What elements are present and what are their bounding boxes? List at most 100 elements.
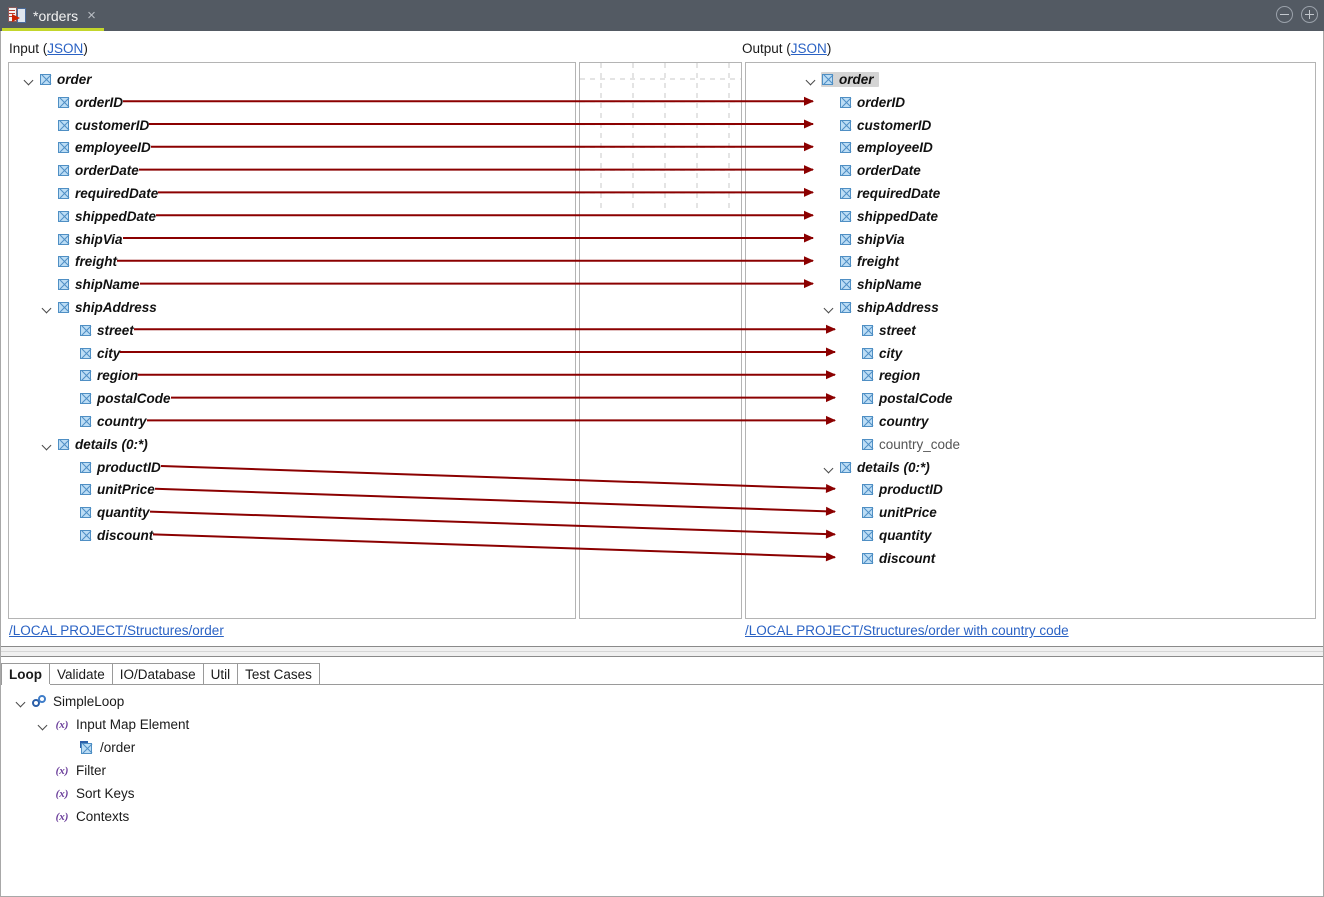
node-content[interactable]: details (0:*) [840,460,930,475]
schema-element-icon[interactable] [58,210,69,222]
output-tree-row[interactable]: requiredDate [823,182,940,205]
input-tree-row[interactable]: orderDate [41,159,139,182]
minimize-circle-icon[interactable] [1276,6,1293,23]
schema-element-icon[interactable] [840,188,851,199]
input-tree-row[interactable]: shipVia [41,228,123,251]
node-content[interactable]: postalCode [862,391,953,406]
loop-tree[interactable]: SimpleLoop(x)Input Map Element/order(x)F… [1,690,1323,890]
output-tree-row[interactable]: region [845,364,920,387]
input-format-link[interactable]: JSON [47,41,84,56]
output-tree-row[interactable]: discount [845,547,935,570]
node-content[interactable]: country_code [862,437,960,452]
input-tree-row[interactable]: details (0:*) [41,433,148,456]
output-tree-row[interactable]: unitPrice [845,501,937,524]
schema-element-icon[interactable] [862,552,873,564]
node-content[interactable]: orderID [840,95,905,110]
chevron-down-icon[interactable] [805,73,818,86]
output-tree-row[interactable]: street [845,319,916,342]
node-content[interactable]: street [862,323,916,338]
editor-tab-orders[interactable]: *orders × [0,0,106,31]
chevron-down-icon[interactable] [41,301,54,314]
node-content[interactable]: discount [862,551,935,566]
schema-element-icon[interactable] [840,302,851,313]
schema-element-icon[interactable] [862,347,873,359]
input-tree-row[interactable]: region [63,364,138,387]
node-content[interactable]: shipVia [840,232,905,247]
schema-element-icon[interactable] [80,416,91,427]
chevron-down-icon[interactable] [823,301,836,314]
output-tree-row[interactable]: country [845,410,929,433]
maximize-circle-icon[interactable] [1301,6,1318,23]
loop-tree-row[interactable]: (x)Filter [37,759,106,782]
chevron-down-icon[interactable] [15,695,28,708]
node-content[interactable]: shipAddress [840,300,939,315]
output-tree-row[interactable]: shipVia [823,228,905,251]
tab-test-cases[interactable]: Test Cases [238,663,320,685]
node-content[interactable]: requiredDate [840,186,940,201]
schema-element-icon[interactable] [58,165,69,177]
schema-element-icon[interactable] [840,233,851,245]
schema-element-icon[interactable] [840,96,851,108]
schema-element-icon[interactable] [80,370,91,382]
schema-element-icon[interactable] [58,188,69,199]
output-tree-row[interactable]: orderDate [823,159,921,182]
tab-loop[interactable]: Loop [1,663,50,685]
output-tree-row[interactable]: postalCode [845,387,953,410]
input-structure-path-link[interactable]: /LOCAL PROJECT/Structures/order [9,623,224,638]
close-icon[interactable]: × [87,7,96,24]
output-structure-path-link[interactable]: /LOCAL PROJECT/Structures/order with cou… [745,623,1069,638]
schema-element-icon[interactable] [80,393,91,405]
chevron-down-icon[interactable] [823,461,836,474]
schema-element-icon[interactable] [862,416,873,427]
schema-element-icon[interactable] [840,279,851,291]
loop-tree-row[interactable]: (x)Contexts [37,805,130,828]
node-content[interactable]: productID [862,482,943,497]
loop-tree-row[interactable]: SimpleLoop [15,690,124,713]
schema-element-icon[interactable] [862,393,873,405]
schema-element-icon[interactable] [840,256,851,268]
input-tree-row[interactable]: order [23,68,92,91]
node-content[interactable]: region [862,368,920,383]
loop-tree-row[interactable]: (x)Input Map Element [37,713,190,736]
chevron-down-icon[interactable] [37,718,50,731]
output-tree-row[interactable]: shipAddress [823,296,939,319]
input-tree-row[interactable]: postalCode [63,387,171,410]
input-tree-row[interactable]: street [63,319,134,342]
loop-tree-row[interactable]: (x)Sort Keys [37,782,135,805]
output-tree-row[interactable]: employeeID [823,136,933,159]
schema-element-icon[interactable] [58,96,69,108]
node-content[interactable]: country [862,414,929,429]
schema-element-icon[interactable] [58,438,69,450]
schema-element-icon[interactable] [58,256,69,268]
output-tree-row[interactable]: order [805,68,879,91]
node-content[interactable]: city [862,346,902,361]
input-tree-row[interactable]: orderID [41,91,123,114]
output-tree-row[interactable]: city [845,342,902,365]
tab-validate[interactable]: Validate [50,663,113,685]
horizontal-splitter[interactable] [1,646,1323,657]
node-content[interactable]: employeeID [840,140,933,155]
input-tree-row[interactable]: unitPrice [63,478,155,501]
schema-element-icon[interactable] [822,74,833,85]
schema-element-icon[interactable] [58,142,69,154]
tab-util[interactable]: Util [203,663,239,685]
input-tree-row[interactable]: requiredDate [41,182,158,205]
node-content[interactable]: shippedDate [840,209,938,224]
schema-element-icon[interactable] [862,370,873,382]
node-content[interactable]: customerID [840,118,931,133]
tab-io-database[interactable]: IO/Database [112,663,204,685]
input-tree-row[interactable]: quantity [63,501,150,524]
schema-element-icon[interactable] [80,530,91,541]
input-tree-row[interactable]: shipName [41,273,140,296]
output-tree-row[interactable]: quantity [845,524,932,547]
input-tree-row[interactable]: customerID [41,114,149,137]
schema-element-icon[interactable] [80,324,91,336]
loop-tree-row[interactable]: /order [63,736,135,759]
schema-element-icon[interactable] [862,484,873,496]
schema-element-icon[interactable] [58,119,69,131]
schema-element-icon[interactable] [862,438,873,450]
node-content[interactable]: unitPrice [862,505,937,520]
chevron-down-icon[interactable] [41,438,54,451]
input-tree-row[interactable]: freight [41,250,117,273]
